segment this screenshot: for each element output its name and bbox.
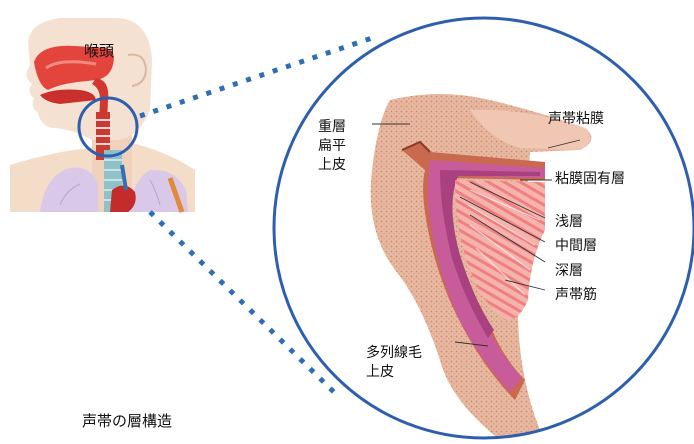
label-ciliated-line2: 上皮 <box>366 363 422 382</box>
label-larynx: 喉頭 <box>84 42 114 61</box>
label-ciliated-epithelium: 多列線毛 上皮 <box>366 344 422 382</box>
connector-line-bottom <box>150 212 340 398</box>
label-vocalis-muscle: 声帯筋 <box>555 286 597 305</box>
label-intermediate-layer: 中間層 <box>555 237 597 256</box>
label-vocal-fold-mucosa: 声帯粘膜 <box>548 110 604 129</box>
label-stratified-line2: 扁平 <box>318 137 346 156</box>
label-deep-layer: 深層 <box>555 262 583 281</box>
connector-line-top <box>140 36 378 116</box>
diagram-caption: 声帯の層構造 <box>82 412 172 431</box>
label-stratified-squamous-epithelium: 重層 扁平 上皮 <box>318 118 346 175</box>
label-stratified-line1: 重層 <box>318 118 346 137</box>
label-ciliated-line1: 多列線毛 <box>366 344 422 363</box>
label-stratified-line3: 上皮 <box>318 156 346 175</box>
label-superficial-layer: 浅層 <box>555 213 583 232</box>
label-lamina-propria: 粘膜固有層 <box>555 170 625 189</box>
